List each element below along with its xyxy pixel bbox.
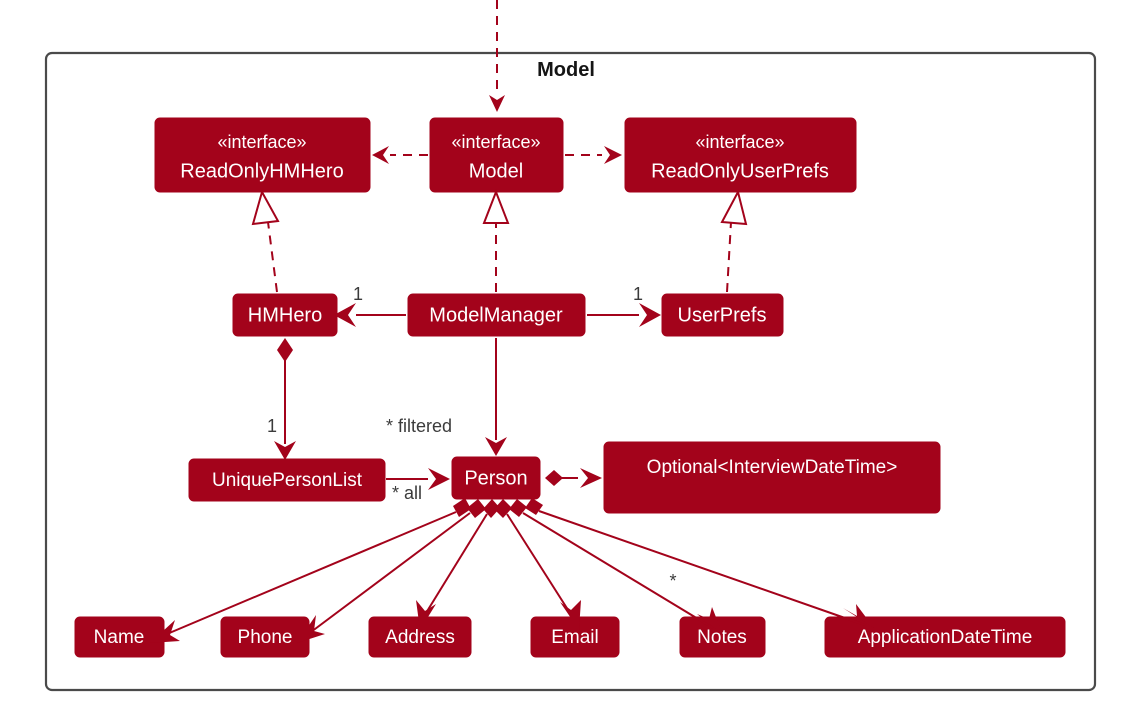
- comp-person-to-name: [166, 511, 457, 635]
- comp-person-appdate-diamond: [525, 498, 543, 515]
- comp-hmhero-arrowhead: [274, 441, 296, 460]
- class-stereotype: «interface»: [451, 132, 540, 152]
- class-application-date-time-attr[interactable]: ApplicationDateTime: [824, 616, 1066, 658]
- class-notes-attr[interactable]: Notes: [679, 616, 766, 658]
- package-title: Model: [537, 59, 595, 81]
- assoc-uniquepersonlist-to-person-arrowhead: [428, 468, 450, 490]
- assoc-modelmanager-to-userprefs-arrowhead: [639, 303, 661, 327]
- comp-person-notes-diamond: [509, 499, 527, 517]
- comp-person-phone-diamond: [467, 499, 486, 518]
- comp-person-to-phone: [310, 512, 471, 633]
- class-unique-person-list[interactable]: UniquePersonList: [188, 458, 386, 502]
- package-frame: [44, 51, 1097, 692]
- comp-person-email-arrowhead: [560, 600, 581, 630]
- class-name: Optional<InterviewDateTime>: [647, 457, 898, 478]
- multiplicity-notes: *: [669, 571, 676, 591]
- class-model-manager[interactable]: ModelManager: [407, 293, 586, 337]
- class-user-prefs[interactable]: UserPrefs: [661, 293, 784, 337]
- comp-person-to-notes: [522, 512, 714, 629]
- impl-hmhero-to-readonlyhmhero: [267, 221, 278, 293]
- class-name: Address: [385, 627, 455, 648]
- class-name: Notes: [697, 627, 747, 648]
- class-email-attr[interactable]: Email: [530, 616, 620, 658]
- class-name: ReadOnlyUserPrefs: [651, 160, 829, 182]
- impl-modelmanager-triangle: [482, 189, 510, 224]
- class-person[interactable]: Person: [451, 456, 541, 500]
- multiplicity-filtered: * filtered: [386, 416, 452, 436]
- class-read-only-user-prefs[interactable]: «interface» ReadOnlyUserPrefs: [624, 117, 857, 193]
- class-name: Email: [551, 627, 599, 648]
- impl-hmhero-triangle: [251, 189, 280, 226]
- class-stereotype: «interface»: [695, 132, 784, 152]
- comp-person-appdate-arrowhead: [843, 604, 874, 628]
- comp-person-name-diamond: [453, 498, 471, 517]
- class-model-interface[interactable]: «interface» Model: [429, 117, 564, 193]
- multiplicity-hmhero: 1: [353, 284, 363, 304]
- assoc-modelmanager-to-hmhero-arrowhead: [334, 303, 356, 327]
- comp-person-to-applicationdatetime: [538, 510, 866, 626]
- class-name: ReadOnlyHMHero: [180, 160, 343, 182]
- comp-person-to-email: [506, 513, 571, 614]
- class-address-attr[interactable]: Address: [368, 616, 472, 658]
- class-stereotype: «interface»: [217, 132, 306, 152]
- comp-person-address-diamond: [483, 499, 500, 518]
- assoc-modelmanager-to-person-arrowhead: [485, 437, 507, 456]
- comp-person-name-arrowhead: [150, 620, 180, 643]
- class-phone-attr[interactable]: Phone: [220, 616, 310, 658]
- external-dependency-arrowhead: [489, 95, 505, 112]
- multiplicity-userprefs: 1: [633, 284, 643, 304]
- comp-person-to-address: [425, 513, 488, 614]
- class-name: Phone: [238, 627, 293, 648]
- class-name: UniquePersonList: [212, 470, 363, 491]
- dep-model-to-readonlyuserprefs-arrowhead: [604, 146, 622, 164]
- class-name: Model: [469, 160, 523, 182]
- class-name: HMHero: [248, 304, 322, 326]
- class-read-only-hm-hero[interactable]: «interface» ReadOnlyHMHero: [154, 117, 371, 193]
- multiplicity-all: * all: [392, 483, 422, 503]
- class-name-attr[interactable]: Name: [74, 616, 165, 658]
- comp-person-optional-arrowhead: [580, 468, 602, 488]
- dep-model-to-readonlyhmhero-arrowhead: [372, 146, 389, 164]
- comp-person-address-arrowhead: [416, 600, 436, 630]
- impl-userprefs-triangle: [720, 189, 748, 226]
- comp-hmhero-diamond: [277, 338, 293, 362]
- class-name: UserPrefs: [678, 304, 767, 326]
- impl-userprefs-to-readonlyuserprefs: [726, 221, 732, 293]
- class-name: Name: [94, 627, 145, 648]
- comp-person-email-diamond: [494, 499, 512, 518]
- class-name: ModelManager: [429, 304, 563, 326]
- comp-person-phone-arrowhead: [297, 615, 325, 643]
- class-name: ApplicationDateTime: [858, 627, 1033, 648]
- comp-person-notes-arrowhead: [697, 607, 723, 635]
- class-name: Person: [464, 467, 527, 489]
- comp-person-optional-diamond: [545, 470, 563, 486]
- class-optional-interview-date-time[interactable]: Optional<InterviewDateTime>: [603, 441, 941, 514]
- class-hm-hero[interactable]: HMHero: [232, 293, 338, 337]
- multiplicity-uniquepersonlist: 1: [267, 416, 277, 436]
